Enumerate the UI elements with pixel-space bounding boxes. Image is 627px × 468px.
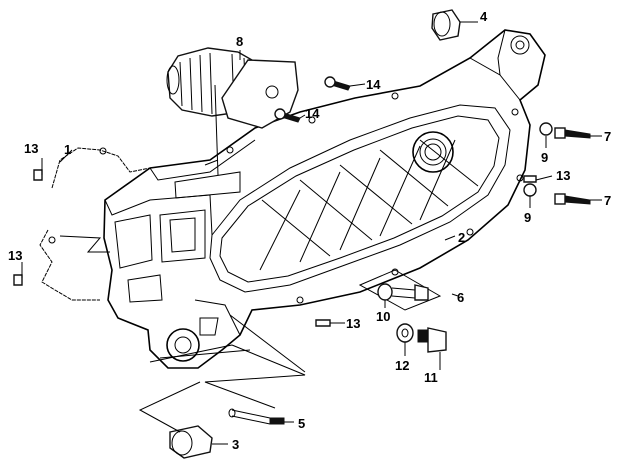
callout-14-lower: 14 (305, 106, 320, 121)
pivot-bolt (228, 408, 285, 425)
callout-6: 6 (457, 290, 464, 305)
bushing-top (431, 9, 461, 41)
callout-13-left-top: 13 (24, 141, 38, 156)
callout-9-upper: 9 (541, 150, 548, 165)
bolt-lower (554, 193, 591, 205)
callout-11: 11 (424, 370, 438, 385)
callout-3: 3 (232, 437, 239, 452)
callout-labels: 1 2 3 4 5 6 7 7 8 9 9 10 11 12 13 13 13 … (8, 9, 611, 452)
callout-9-lower: 9 (524, 210, 531, 225)
callout-1: 1 (64, 142, 71, 157)
small-bolts (274, 76, 351, 123)
callout-12: 12 (395, 358, 409, 373)
callout-7-lower: 7 (604, 193, 611, 208)
bolt-upper (554, 127, 591, 139)
crankcase (103, 29, 546, 369)
callout-7-upper: 7 (604, 129, 611, 144)
gasket (39, 147, 151, 301)
cover-plate (358, 269, 442, 311)
washer-upper (539, 122, 553, 136)
callout-13-bottom: 13 (346, 316, 360, 331)
callout-5: 5 (298, 416, 305, 431)
dowel-pins (13, 169, 537, 327)
callout-10: 10 (376, 309, 390, 324)
callout-13-right: 13 (556, 168, 570, 183)
drain-assembly (396, 323, 447, 353)
callout-4: 4 (480, 9, 488, 24)
leader-lines (21, 21, 602, 445)
callout-8: 8 (236, 34, 243, 49)
callout-13-left-bottom: 13 (8, 248, 22, 263)
callout-14-upper: 14 (366, 77, 381, 92)
washer-lower (523, 183, 537, 197)
bushing-bottom (169, 425, 213, 459)
callout-2: 2 (458, 230, 465, 245)
